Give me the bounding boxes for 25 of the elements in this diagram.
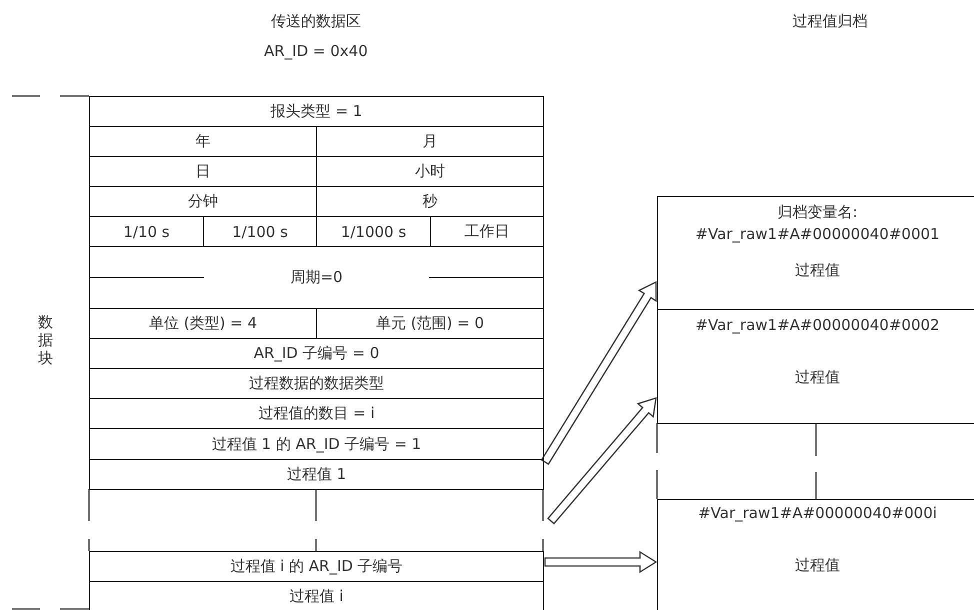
archive-box xyxy=(657,499,974,610)
side-label: 数据块 xyxy=(38,313,54,367)
table-cell: 过程值 1 xyxy=(89,459,544,490)
arrow xyxy=(540,280,657,465)
table-cell: 过程值 i xyxy=(89,581,544,610)
value-label: 过程值 xyxy=(795,368,840,387)
arrow xyxy=(544,550,658,574)
archive-box xyxy=(657,196,974,310)
table-cell: 报头类型 = 1 xyxy=(89,96,544,127)
variable-name: #Var_raw1#A#00000040#000i xyxy=(698,504,937,522)
value-label: 过程值 xyxy=(795,261,840,280)
value-label: 过程值 xyxy=(795,556,840,575)
table-cell: 过程数据的数据类型 xyxy=(89,368,544,399)
archive-box xyxy=(657,309,974,424)
table-cell: 过程值的数目 = i xyxy=(89,398,544,429)
arrow xyxy=(547,397,657,525)
table-cell: 周期=0 xyxy=(89,246,544,309)
table-cell: AR_ID 子编号 = 0 xyxy=(89,338,544,369)
variable-name: #Var_raw1#A#00000040#0002 xyxy=(695,316,940,334)
heading: AR_ID = 0x40 xyxy=(264,42,368,60)
heading: 传送的数据区 xyxy=(271,12,361,31)
variable-name: 归档变量名: #Var_raw1#A#00000040#0001 xyxy=(694,202,941,245)
table-cell: 过程值 i 的 AR_ID 子编号 xyxy=(89,551,544,582)
table-cell: 过程值 1 的 AR_ID 子编号 = 1 xyxy=(89,428,544,460)
heading: 过程值归档 xyxy=(792,12,868,31)
